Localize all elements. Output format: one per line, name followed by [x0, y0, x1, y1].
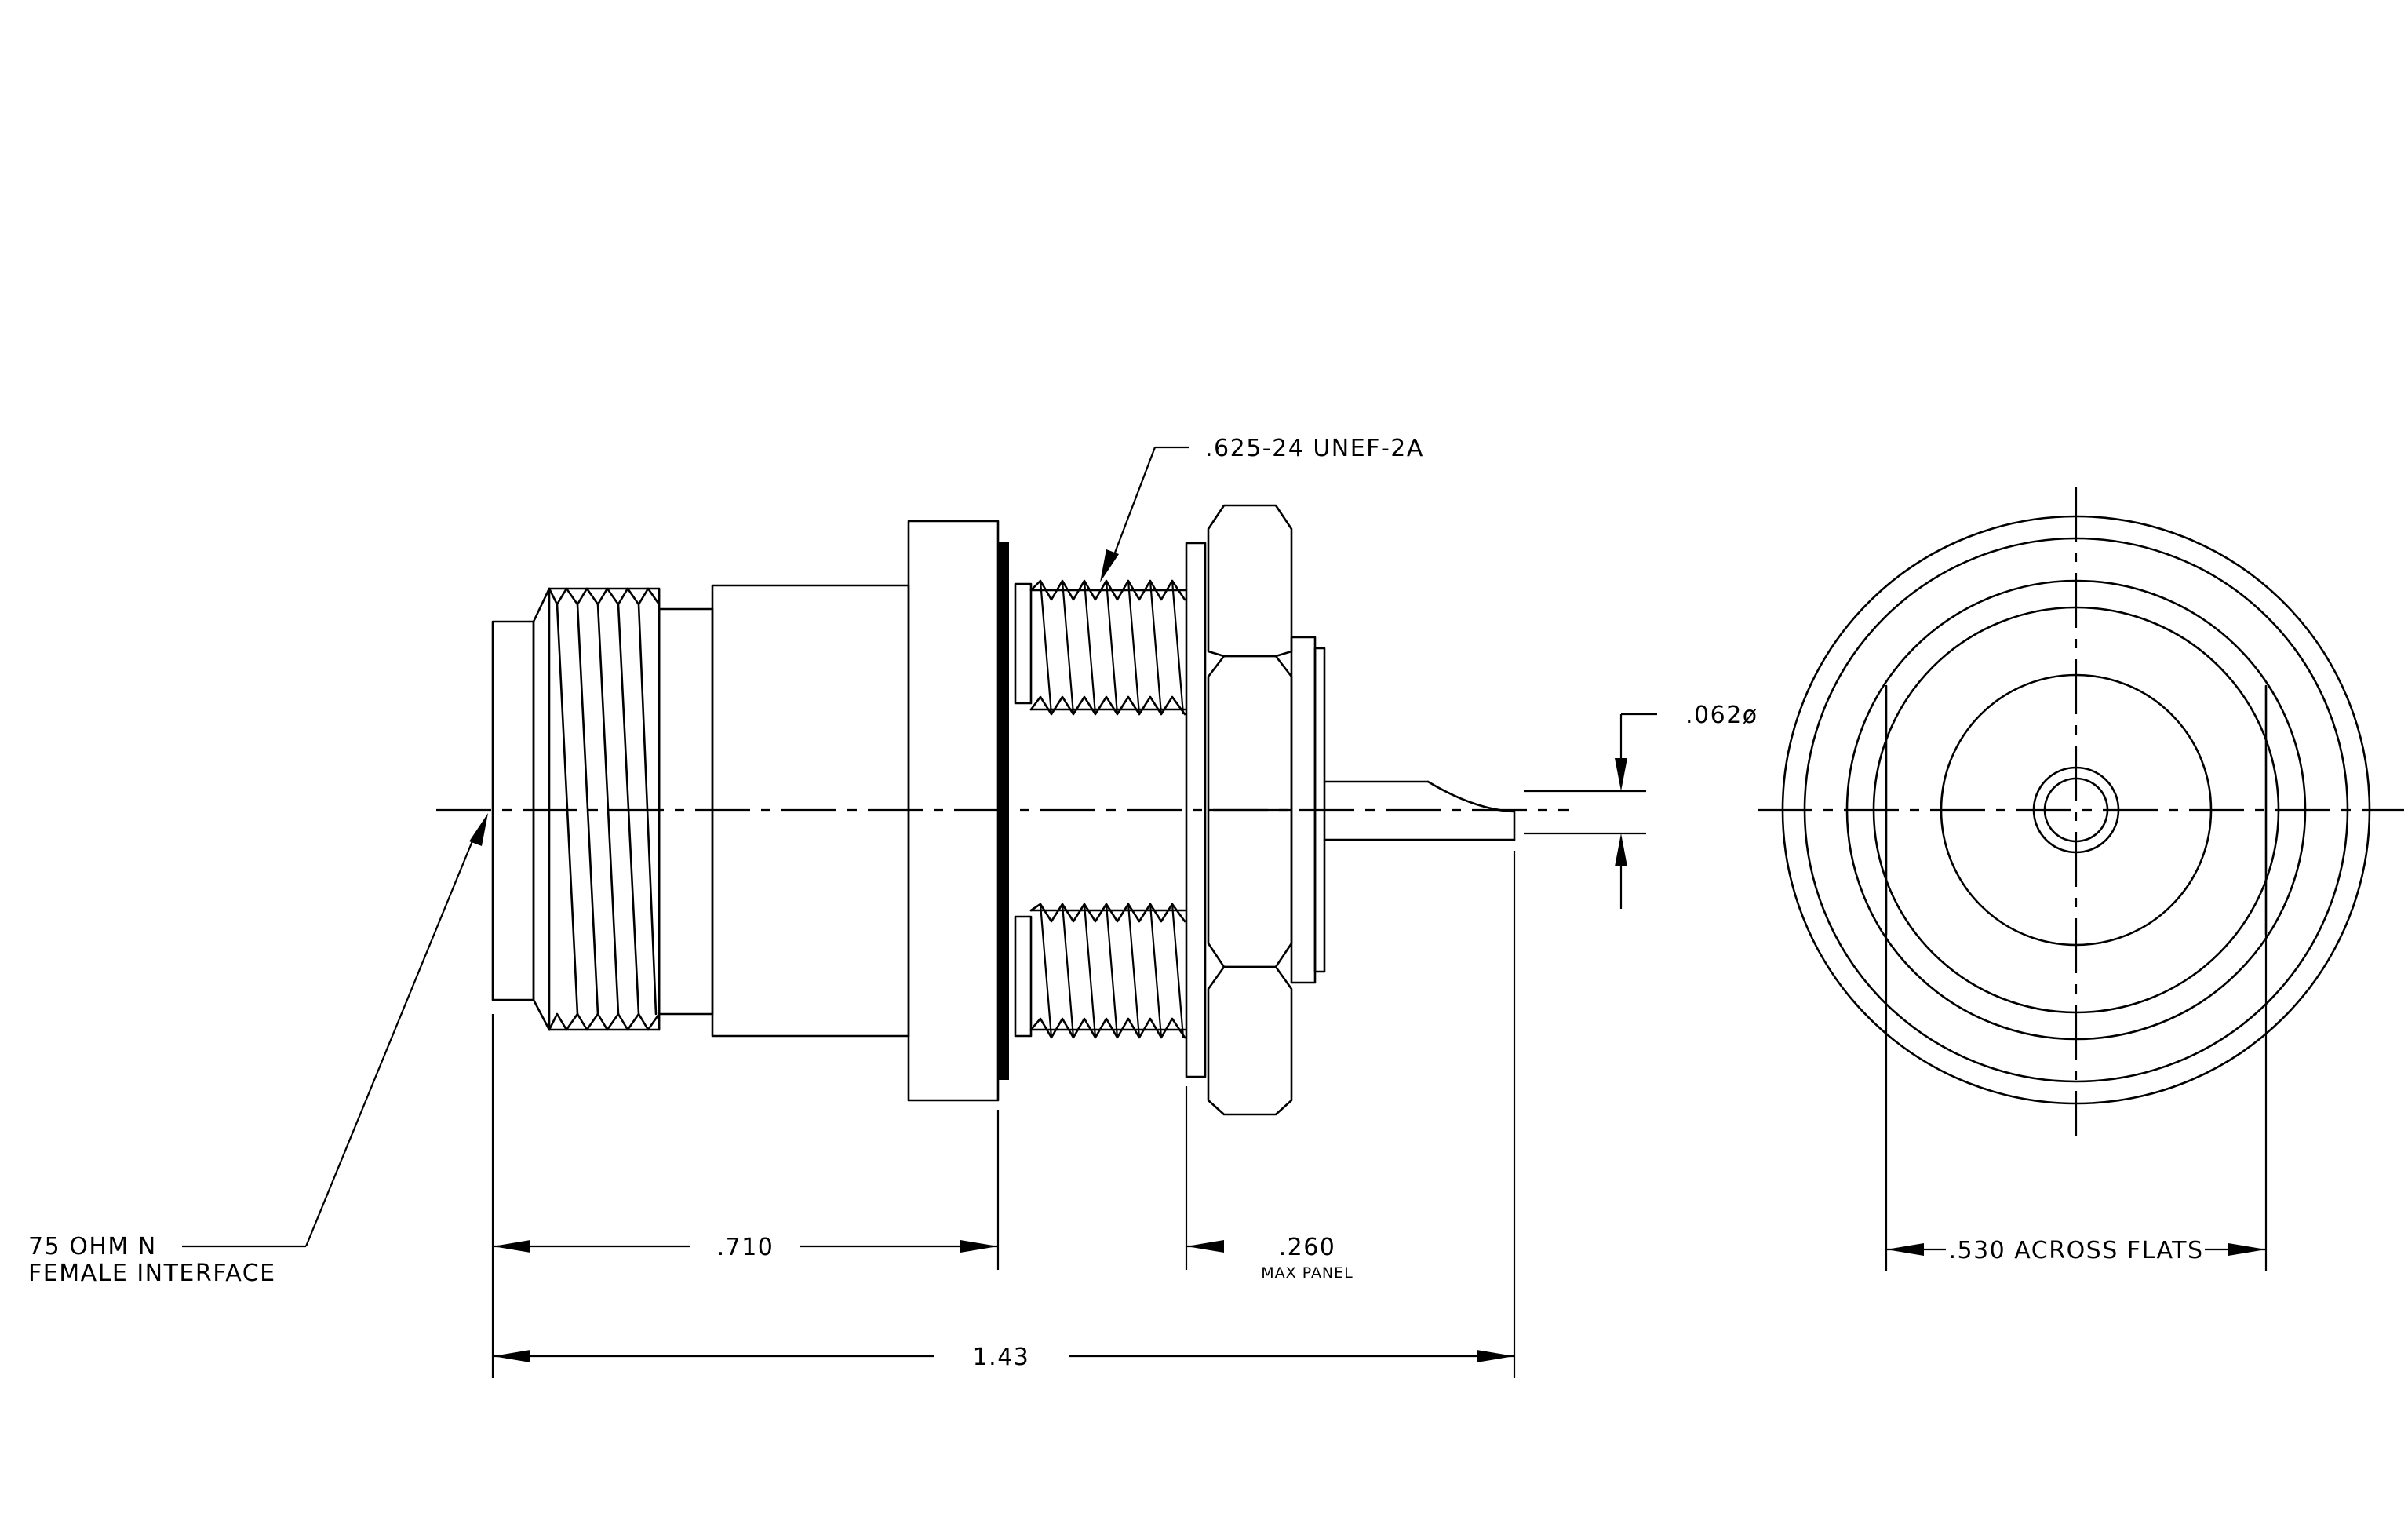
- dim-panel-note: MAX PANEL: [1261, 1264, 1353, 1282]
- rear-thread-lower: [1014, 903, 1186, 1039]
- ring-3: [1845, 579, 2307, 1041]
- gasket: [998, 542, 1009, 1080]
- pin-diameter-label: .062ø: [1685, 702, 1758, 729]
- thread-spec-label: .625-24 UNEF-2A: [1205, 435, 1424, 462]
- thread-leader: [1100, 446, 1189, 582]
- interface-leader: [182, 813, 488, 1248]
- dim-front-line: [493, 1240, 998, 1253]
- dim-front-label: .710: [717, 1234, 774, 1261]
- neck: [658, 607, 714, 1016]
- front-view: [1758, 487, 2404, 1271]
- interface-label-line2: FEMALE INTERFACE: [28, 1260, 276, 1287]
- insulator-ring: [1940, 673, 2213, 947]
- contact-inner: [2043, 777, 2109, 843]
- side-view: [182, 446, 1657, 1378]
- center-pin: [1323, 780, 1516, 841]
- ring-4: [1872, 606, 2280, 1014]
- ring-2: [1803, 537, 2349, 1083]
- hex-nut: [1207, 504, 1293, 1116]
- dim-flats-label: .530 ACROSS FLATS: [1948, 1237, 2203, 1264]
- dim-flats-line: [1886, 1243, 2266, 1256]
- outer-ring: [1781, 515, 2371, 1105]
- rear-thread-upper: [1014, 579, 1186, 716]
- contact-outer: [2032, 766, 2120, 854]
- dim-overall-label: 1.43: [973, 1344, 1030, 1371]
- dim-panel-line: [1186, 1240, 1224, 1253]
- interface-label-line1: 75 OHM N: [28, 1233, 157, 1260]
- pin-diameter-dim: [1524, 713, 1657, 909]
- extension-lines: [491, 851, 1516, 1378]
- dim-panel-label: .260: [1279, 1234, 1336, 1261]
- lock-washer: [1185, 542, 1207, 1078]
- dim-overall-line: [493, 1350, 1514, 1362]
- rear-collar: [1290, 636, 1326, 984]
- across-flats: [1885, 684, 2268, 1271]
